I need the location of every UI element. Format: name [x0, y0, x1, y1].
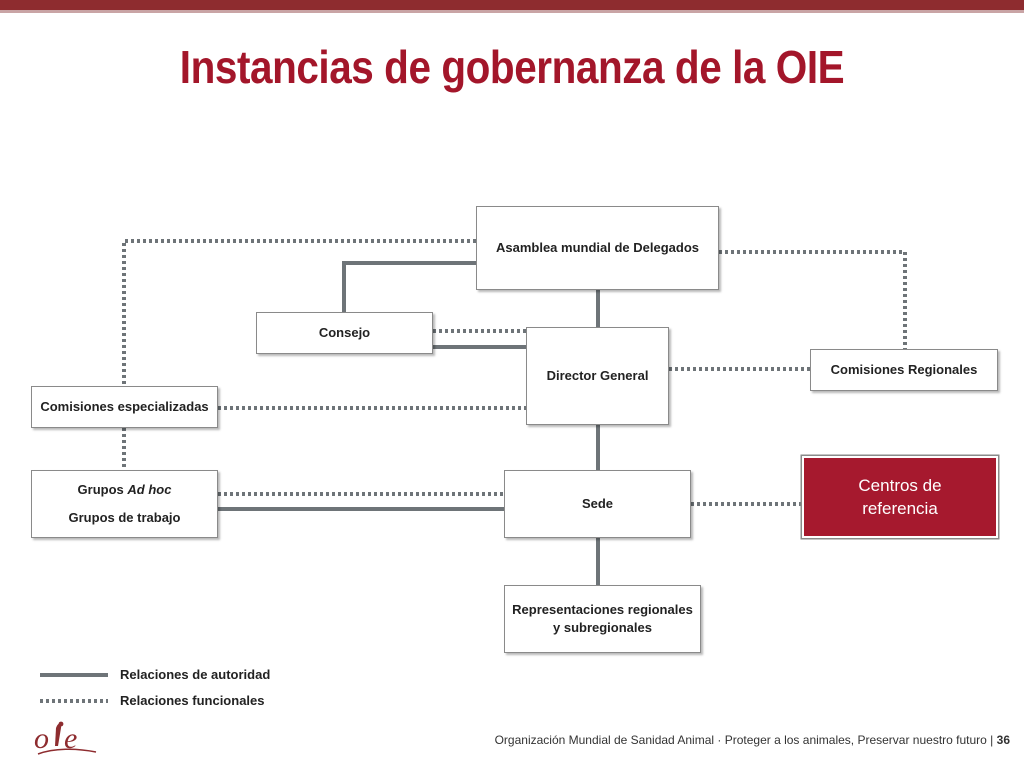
box-comisiones-regionales: Comisiones Regionales — [810, 349, 998, 391]
box-sede: Sede — [504, 470, 691, 538]
box-centros-line2: referencia — [862, 499, 938, 518]
box-grupos: Grupos Ad hoc Grupos de trabajo — [31, 470, 218, 538]
box-grupos-ad-hoc-label: Grupos Ad hoc — [78, 479, 172, 501]
top-bar-line — [0, 10, 1024, 13]
box-director-label: Director General — [546, 368, 649, 383]
page-title: Instancias de gobernanza de la OIE — [179, 41, 845, 93]
oie-logo: o e — [34, 721, 97, 755]
legend-funcionales-label: Relaciones funcionales — [120, 693, 265, 708]
box-asamblea-label: Asamblea mundial de Delegados — [495, 240, 699, 255]
box-comisiones-especializadas: Comisiones especializadas — [31, 386, 218, 428]
box-comisiones-especializadas-label: Comisiones especializadas — [40, 399, 209, 414]
box-consejo: Consejo — [256, 312, 433, 354]
svg-text:e: e — [64, 722, 77, 755]
legend-autoridad-label: Relaciones de autoridad — [120, 667, 271, 682]
box-representaciones: Representaciones regionales y subregiona… — [504, 585, 701, 653]
box-asamblea-mundial-de-delegados: Asamblea mundial de Delegados — [476, 206, 719, 290]
footer-text: Organización Mundial de Sanidad Animal ·… — [494, 733, 997, 747]
line-asamblea-consejo — [342, 261, 476, 313]
grupos-prefix: Grupos — [77, 482, 128, 497]
grupos-italic: Ad hoc — [127, 482, 172, 497]
page-number: 36 — [996, 733, 1010, 747]
box-director-general: Director General — [526, 327, 669, 425]
footer: Organización Mundial de Sanidad Animal ·… — [495, 733, 1010, 747]
box-comisiones-regionales-label: Comisiones Regionales — [830, 362, 978, 377]
box-grupos-trabajo-label: Grupos de trabajo — [68, 510, 181, 525]
box-representaciones-line2: y subregionales — [553, 620, 652, 635]
box-consejo-label: Consejo — [318, 325, 371, 340]
box-sede-label: Sede — [581, 496, 614, 511]
box-centros-line1: Centros de — [858, 476, 942, 495]
dotted-asamblea-regionales — [719, 250, 907, 349]
box-representaciones-line1: Representaciones regionales — [512, 602, 693, 617]
box-centros-de-referencia: Centros de referencia — [802, 456, 998, 538]
svg-text:o: o — [34, 722, 49, 755]
top-bar — [0, 0, 1024, 10]
